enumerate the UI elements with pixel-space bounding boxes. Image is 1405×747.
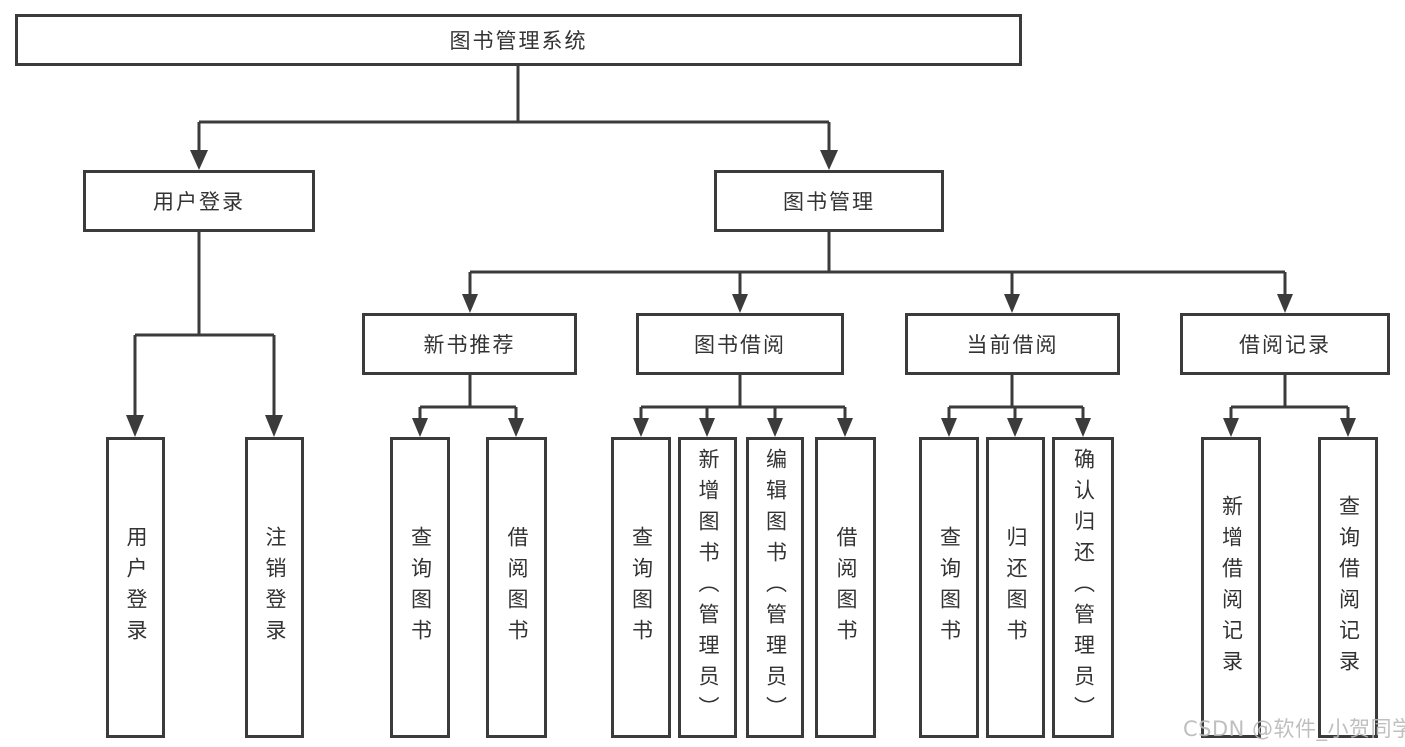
node-root-system: 图书管理系统 (15, 14, 1022, 66)
leaf-borrow-books-recommend: 借阅图书 (486, 437, 547, 738)
leaf-logout: 注销登录 (245, 437, 304, 738)
leaf-return-books: 归还图书 (986, 437, 1045, 738)
node-book-borrow: 图书借阅 (636, 313, 844, 375)
node-new-book-recommend: 新书推荐 (362, 313, 577, 375)
node-book-management-branch: 图书管理 (714, 170, 944, 232)
leaf-query-books-recommend: 查询图书 (390, 437, 450, 738)
leaf-user-login: 用户登录 (106, 437, 165, 738)
leaf-add-borrow-record: 新增借阅记录 (1201, 437, 1261, 738)
leaf-add-books-admin: 新增图书（管理员） (678, 437, 737, 738)
leaf-query-borrow-record: 查询借阅记录 (1318, 437, 1378, 738)
node-borrow-records: 借阅记录 (1180, 313, 1390, 375)
leaf-confirm-return-admin: 确认归还（管理员） (1052, 437, 1114, 738)
csdn-watermark: CSDN @软件_小贺同学 (1183, 717, 1405, 741)
leaf-borrow-books: 借阅图书 (815, 437, 876, 738)
leaf-edit-books-admin: 编辑图书（管理员） (746, 437, 804, 738)
node-user-login-branch: 用户登录 (83, 170, 315, 232)
leaf-query-books-borrow: 查询图书 (611, 437, 671, 738)
node-current-borrow: 当前借阅 (905, 313, 1120, 375)
leaf-query-books-current: 查询图书 (919, 437, 979, 738)
